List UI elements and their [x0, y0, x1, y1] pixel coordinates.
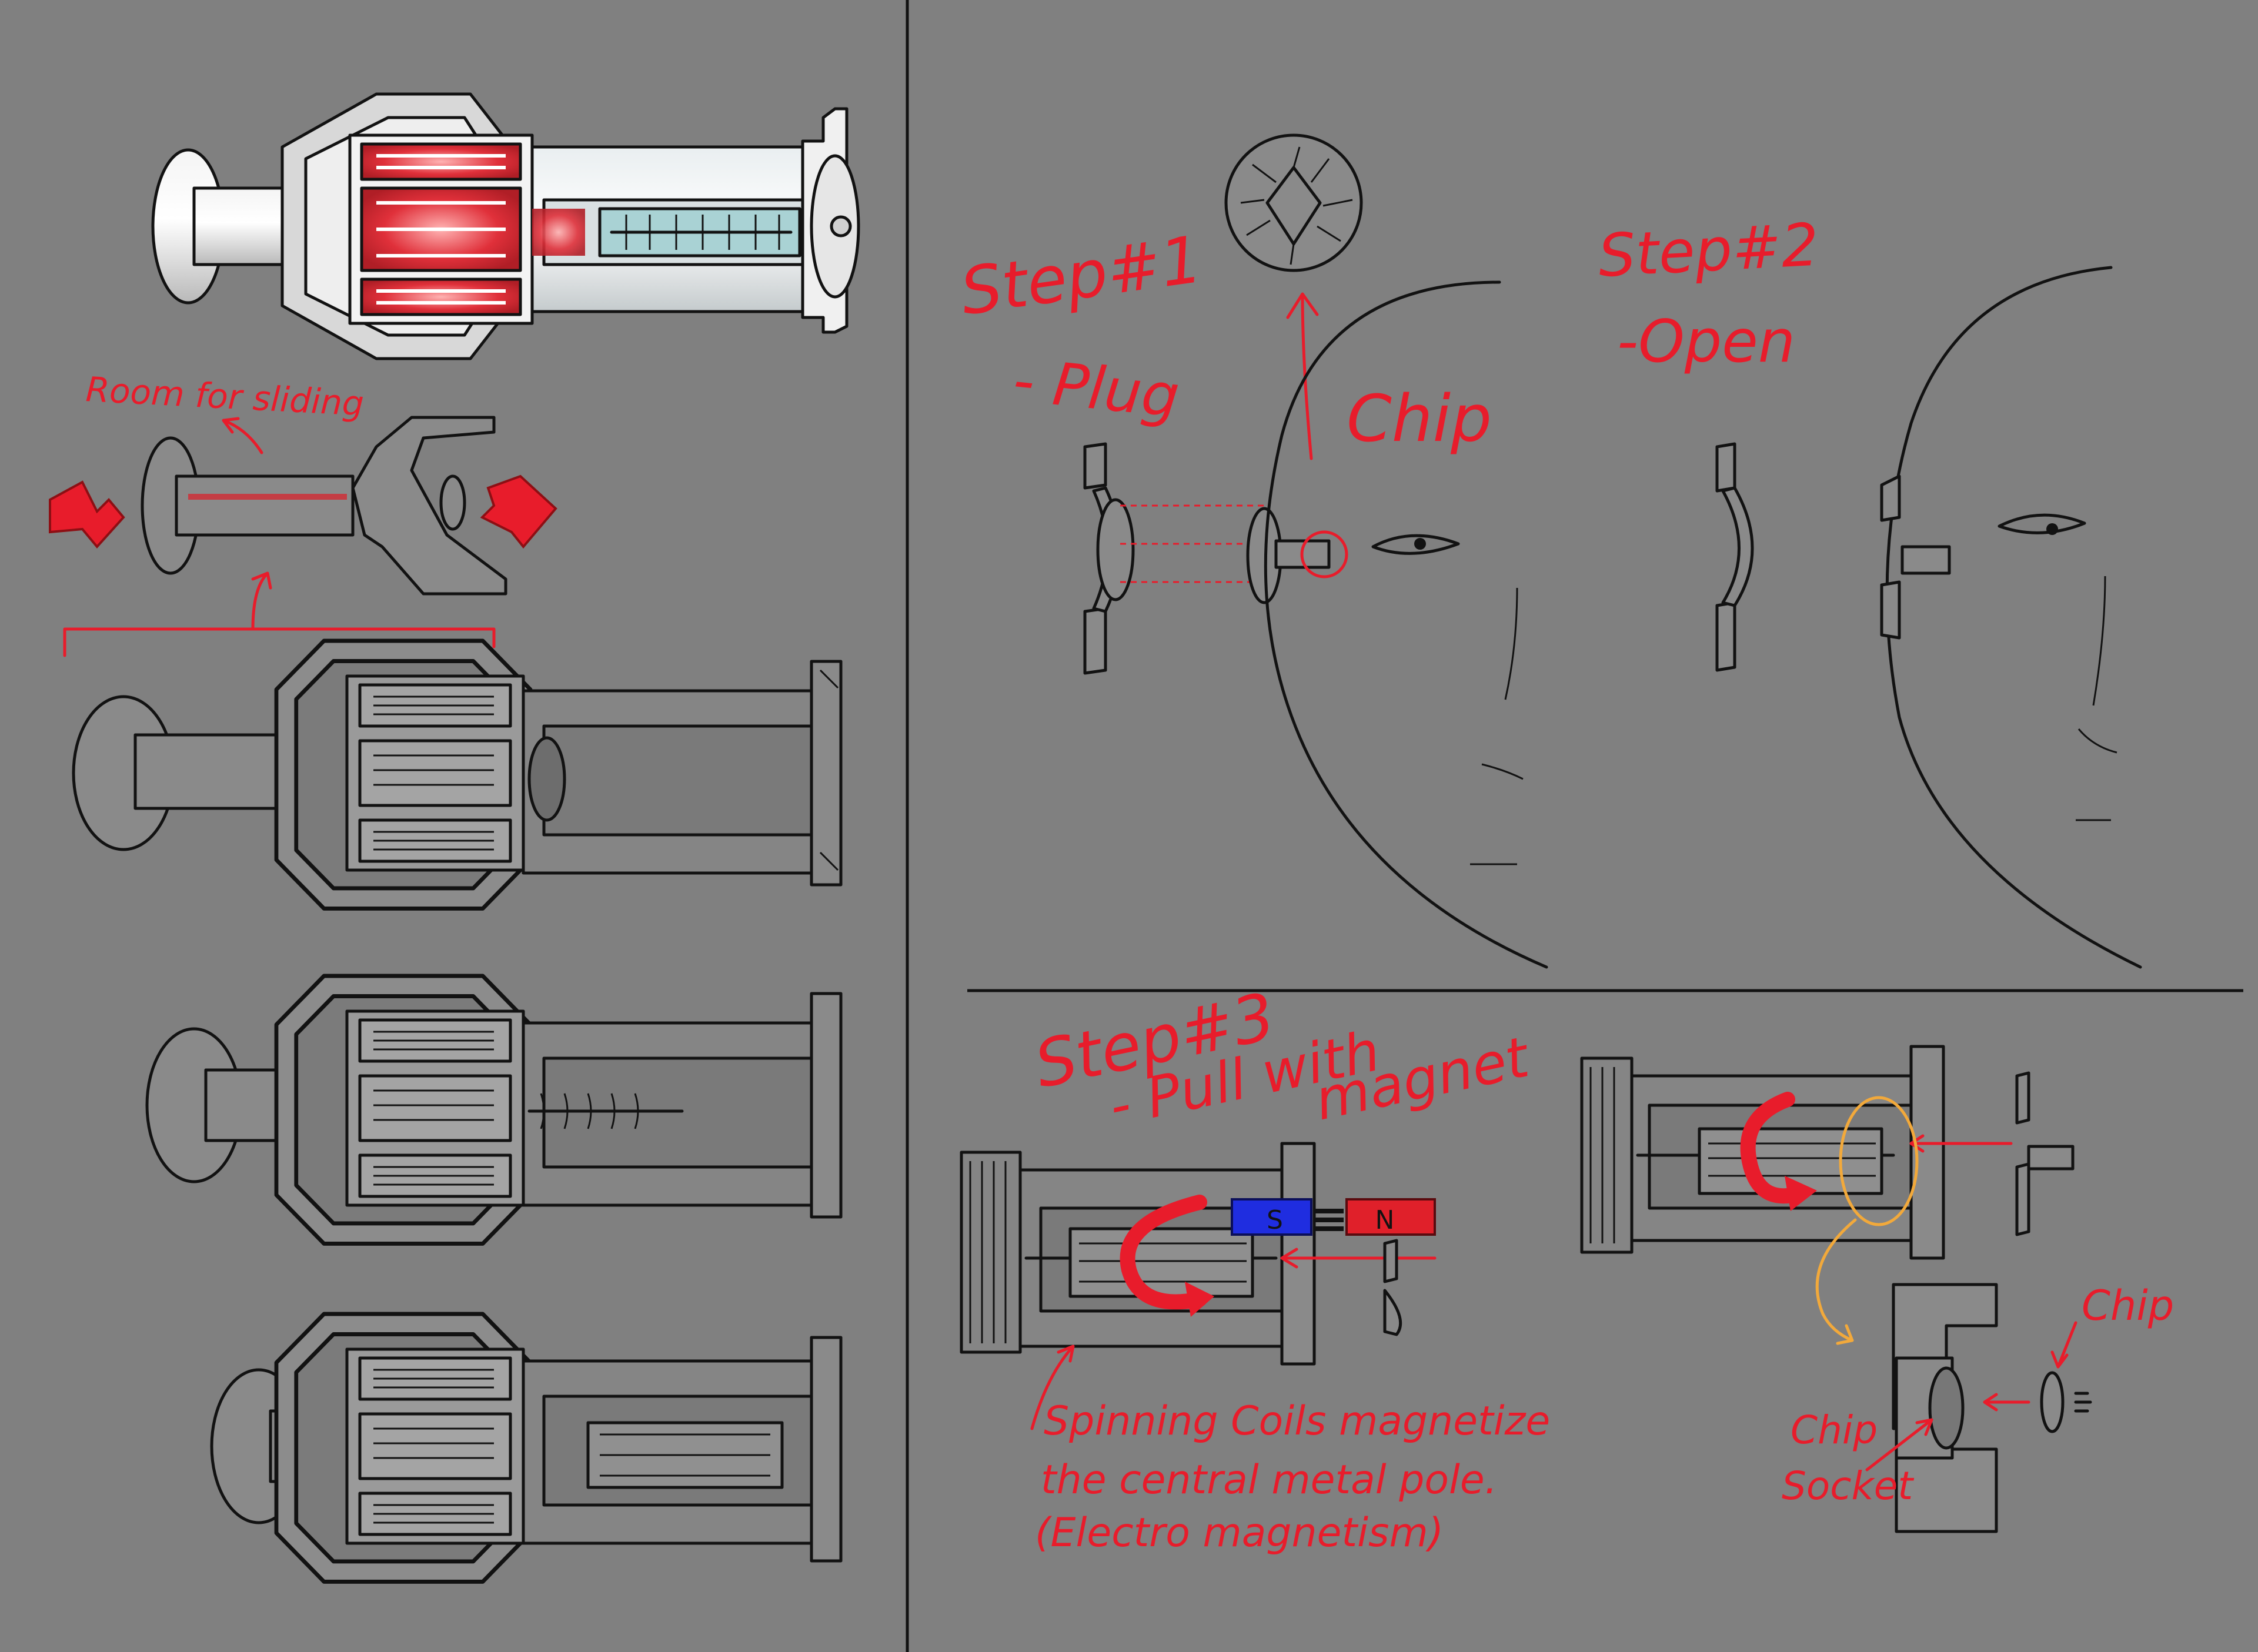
push-arrow-left-icon — [49, 480, 125, 549]
device-lineart-assembled — [72, 641, 843, 908]
step3-chip-extraction — [1580, 1045, 2092, 1533]
rotation-arrow-icon — [1120, 1195, 1207, 1310]
chip-label: Chip — [1347, 381, 1492, 456]
device-lineart-coil-exposed — [145, 976, 843, 1243]
chip-small-label: Chip — [2082, 1282, 2174, 1330]
coils-note-line2: the central metal pole. — [1041, 1457, 1497, 1503]
step1-illustration — [1083, 133, 1548, 969]
rotation-arrow-icon-2 — [1740, 1092, 1807, 1204]
push-arrow-right-icon — [480, 474, 557, 549]
magnet-south-label: S — [1267, 1205, 1283, 1235]
step2-illustration — [1715, 266, 2142, 969]
step1-title: Step#1 — [956, 222, 1207, 330]
coils-note-line1: Spinning Coils magnetize — [1044, 1398, 1550, 1444]
step2-title: Step#2 — [1596, 210, 1821, 290]
step1-subtitle: - Plug — [1010, 346, 1182, 432]
chip-closeup-icon — [1224, 133, 1363, 272]
exploded-slider-view — [49, 416, 557, 657]
focus-circle — [1839, 1096, 1919, 1226]
chip-disc — [2040, 1371, 2065, 1433]
step2-subtitle: -Open — [1617, 307, 1795, 376]
socket-label-line2: Socket — [1782, 1463, 1914, 1509]
coils-note-line3: (Electro magnetism) — [1035, 1510, 1444, 1556]
device-render-colored — [151, 92, 860, 360]
room-for-sliding-label: Room for sliding — [85, 369, 365, 424]
magnet-north-block — [1345, 1198, 1436, 1236]
socket-label-line1: Chip — [1791, 1407, 1878, 1453]
step3-magnet-pull: S N — [960, 1142, 1437, 1430]
chip-socket-hole — [1928, 1366, 1965, 1450]
magnet-south-block — [1231, 1198, 1312, 1236]
magnet-north-label: N — [1375, 1205, 1395, 1235]
device-lineart-pole-inserted — [210, 1314, 843, 1581]
